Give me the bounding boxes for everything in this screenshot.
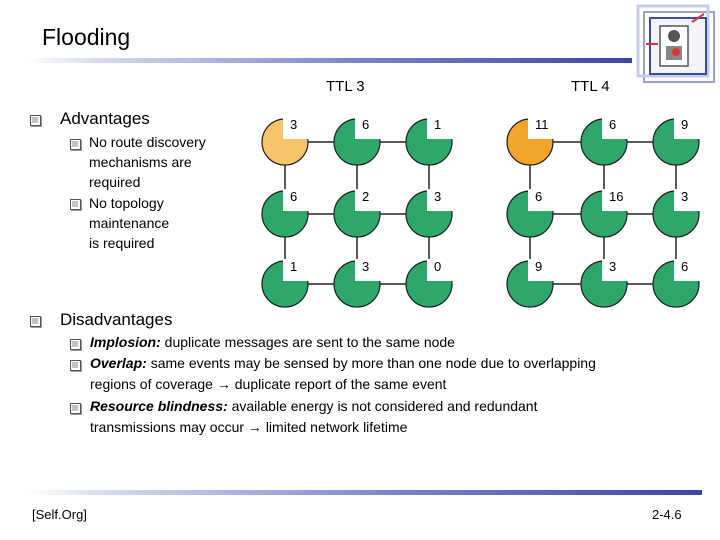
node-label-background	[602, 117, 632, 139]
advantages-heading: Advantages	[60, 109, 150, 128]
ttl4-label: TTL 4	[571, 78, 610, 95]
node-label-background	[355, 117, 385, 139]
node-count-label: 3	[681, 189, 688, 204]
bullet-icon	[70, 360, 81, 371]
node-count-label: 3	[609, 259, 616, 274]
node-count-label: 6	[290, 189, 297, 204]
disadvantage-implosion: Implosion: duplicate messages are sent t…	[90, 334, 455, 350]
disadvantage-resource-blindness: Resource blindness: available energy is …	[90, 398, 538, 435]
node-count-label: 6	[362, 117, 369, 132]
node-count-label: 9	[535, 259, 542, 274]
node-count-label: 3	[290, 117, 297, 132]
bullet-icon	[30, 316, 41, 327]
node-label-background	[674, 117, 704, 139]
slide-title: Flooding	[42, 24, 131, 50]
node-label-background	[355, 259, 385, 281]
bullet-icon	[70, 139, 81, 150]
node-label-background	[427, 117, 457, 139]
node-label-background	[528, 189, 558, 211]
footer-source: [Self.Org]	[32, 507, 87, 522]
bullet-icon	[30, 115, 41, 126]
node-count-label: 3	[434, 189, 441, 204]
bullet-icon	[70, 199, 81, 210]
ttl3-label: TTL 3	[326, 78, 365, 95]
bullet-icon	[70, 339, 81, 350]
bullet-icon	[70, 403, 81, 414]
node-label-background	[528, 117, 558, 139]
footer-rule	[26, 490, 702, 495]
node-label-background	[427, 259, 457, 281]
node-count-label: 6	[535, 189, 542, 204]
node-label-background	[283, 259, 313, 281]
node-count-label: 2	[362, 189, 369, 204]
advantage-item-2: No topology maintenance is required	[89, 195, 170, 251]
disadvantages-heading: Disadvantages	[60, 310, 173, 329]
node-count-label: 16	[609, 189, 623, 204]
institution-logo-icon	[636, 4, 715, 83]
node-label-background	[528, 259, 558, 281]
node-count-label: 6	[609, 117, 616, 132]
node-count-label: 1	[434, 117, 441, 132]
advantage-item-1: No route discovery mechanisms are requir…	[89, 134, 206, 190]
node-count-label: 0	[434, 259, 441, 274]
node-label-background	[674, 259, 704, 281]
slide-number: 2-4.6	[652, 507, 682, 522]
node-label-background	[283, 117, 313, 139]
node-label-background	[427, 189, 457, 211]
disadvantage-overlap: Overlap: same events may be sensed by mo…	[90, 355, 596, 392]
node-label-background	[674, 189, 704, 211]
node-count-label: 11	[535, 117, 549, 132]
node-count-label: 3	[362, 259, 369, 274]
node-label-background	[602, 189, 632, 211]
title-underline	[26, 58, 632, 63]
node-label-background	[355, 189, 385, 211]
node-label-background	[602, 259, 632, 281]
node-label-background	[283, 189, 313, 211]
node-count-label: 1	[290, 259, 297, 274]
node-count-label: 6	[681, 259, 688, 274]
node-count-label: 9	[681, 117, 688, 132]
